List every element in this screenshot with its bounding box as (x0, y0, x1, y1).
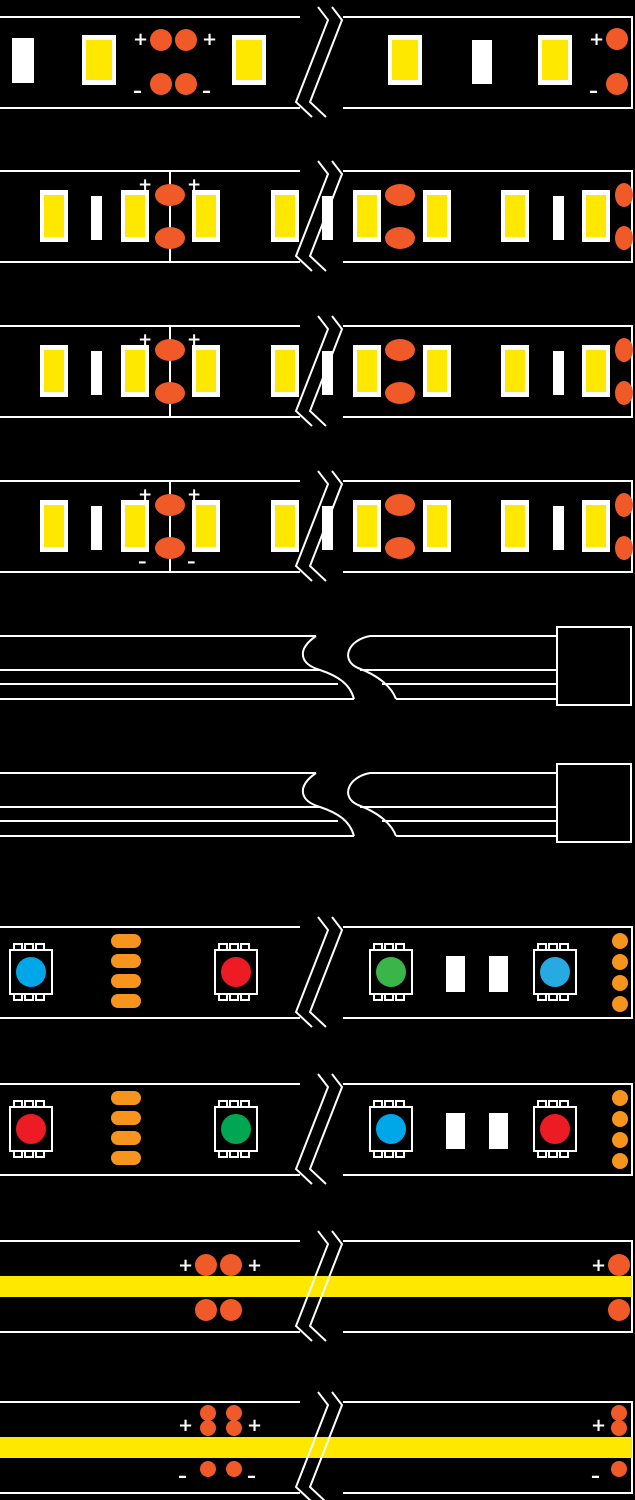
rgb-led-light-blue (533, 943, 577, 1001)
plus-label: + (591, 1415, 606, 1436)
plus-label: + (247, 1415, 262, 1436)
rgb-led-green (214, 1100, 258, 1158)
break-mark (294, 160, 344, 272)
rgb-led-red (533, 1100, 577, 1158)
solder-pad (150, 73, 172, 95)
solder-pad (615, 536, 633, 560)
resistor-pads (111, 934, 141, 1008)
solder-pad (608, 1254, 630, 1276)
plus-label: + (589, 29, 604, 50)
solder-pad (155, 184, 185, 206)
cob-strip-2: + + – – + – (0, 1391, 633, 1500)
break-mark (294, 1230, 344, 1342)
solder-pad (615, 226, 633, 250)
solder-pad (385, 382, 415, 404)
minus-label: – (138, 552, 147, 572)
plus-label: + (138, 175, 152, 195)
strip-1: + + – – + – (0, 6, 633, 118)
cob-led-band (0, 1276, 632, 1297)
minus-label: – (133, 81, 142, 102)
plus-label: + (187, 175, 201, 195)
plus-label: + (138, 485, 152, 505)
rgb-strip-2 (0, 1073, 633, 1185)
strip-3: + + (0, 315, 633, 427)
rgb-led-red (9, 1100, 53, 1158)
cob-led-band (0, 1437, 632, 1458)
rgb-led-red (214, 943, 258, 1001)
strip-4: + + – – (0, 470, 633, 582)
connector (556, 763, 632, 843)
rgb-led-blue (9, 943, 53, 1001)
strip-2: + + (0, 160, 633, 272)
minus-label: – (202, 81, 211, 102)
solder-pad (606, 28, 628, 50)
cable-2 (0, 763, 632, 843)
solder-pad (606, 73, 628, 95)
solder-pad (385, 339, 415, 361)
end-pads (612, 1090, 628, 1169)
resistor-pads (111, 1091, 141, 1165)
break-mark (294, 916, 344, 1028)
plus-label: + (178, 1255, 193, 1276)
solder-pad (155, 227, 185, 249)
solder-pad (615, 338, 633, 362)
minus-label: – (591, 1466, 600, 1487)
break-mark (294, 6, 344, 118)
minus-label: – (247, 1466, 256, 1487)
break-mark (294, 1073, 344, 1185)
white-pad (472, 40, 492, 84)
solder-pad (175, 29, 197, 51)
solder-pad (155, 494, 185, 516)
minus-label: – (589, 81, 598, 102)
solder-pad (175, 73, 197, 95)
solder-pad (220, 1299, 242, 1321)
solder-pad (615, 493, 633, 517)
connector (556, 626, 632, 706)
white-pad (12, 38, 34, 83)
plus-label: + (247, 1255, 262, 1276)
plus-label: + (591, 1255, 606, 1276)
solder-pad (385, 537, 415, 559)
solder-pad (195, 1299, 217, 1321)
plus-label: + (187, 330, 201, 350)
plus-label: + (138, 330, 152, 350)
solder-pad (385, 227, 415, 249)
minus-label: – (178, 1466, 187, 1487)
cob-strip-1: + + + (0, 1230, 633, 1342)
minus-label: – (187, 552, 196, 572)
rgb-led-blue (369, 1100, 413, 1158)
solder-pad (385, 184, 415, 206)
solder-pad (385, 494, 415, 516)
rgb-led-green (369, 943, 413, 1001)
solder-pad (615, 381, 633, 405)
solder-pad (195, 1254, 217, 1276)
break-mark (294, 470, 344, 582)
break-mark (294, 1391, 344, 1500)
cable-1 (0, 626, 632, 706)
plus-label: + (178, 1415, 193, 1436)
solder-pad (155, 382, 185, 404)
solder-pad (155, 339, 185, 361)
plus-label: + (187, 485, 201, 505)
break-mark (294, 315, 344, 427)
rgb-strip-1 (0, 916, 633, 1028)
plus-label: + (133, 29, 148, 50)
solder-pad (615, 183, 633, 207)
solder-pad (150, 29, 172, 51)
plus-label: + (202, 29, 217, 50)
solder-pad (220, 1254, 242, 1276)
solder-pad (608, 1299, 630, 1321)
solder-pad (155, 537, 185, 559)
end-pads (612, 933, 628, 1012)
